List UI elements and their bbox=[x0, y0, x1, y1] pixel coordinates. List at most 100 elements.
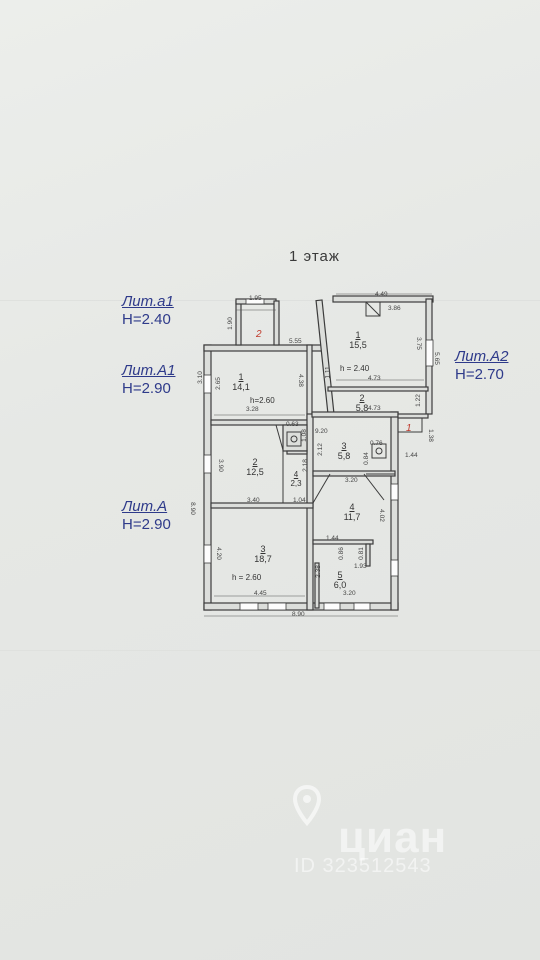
dim: 8.90 bbox=[188, 502, 196, 515]
window bbox=[323, 602, 341, 611]
dim: 1.11 bbox=[324, 366, 332, 379]
dim: 4.02 bbox=[377, 509, 385, 522]
room-a-4: 4 11,7 bbox=[340, 502, 364, 522]
window bbox=[203, 544, 212, 564]
room-a2-1: 1 15,5 bbox=[338, 330, 378, 350]
watermark: циан ID 323512543 bbox=[290, 785, 500, 885]
dim: 1.93 bbox=[354, 563, 367, 570]
room-area: 12,5 bbox=[246, 467, 264, 477]
dim: 4.73 bbox=[368, 375, 381, 382]
wall-a2-north bbox=[332, 295, 434, 303]
wall-room5-north bbox=[312, 539, 374, 545]
dim: 2.12 bbox=[316, 443, 324, 456]
dim: 1.90 bbox=[226, 317, 234, 330]
dim: 3.90 bbox=[216, 459, 224, 472]
room-number: 3 bbox=[341, 441, 347, 451]
watermark-logo: циан bbox=[338, 813, 448, 862]
room-area: 5,8 bbox=[355, 403, 369, 413]
lit-label-a1-lower: Лит.а1 Н=2.40 bbox=[122, 293, 174, 329]
watermark-id: ID 323512543 bbox=[294, 855, 432, 877]
dim: 5.55 bbox=[289, 338, 302, 345]
wall-north-a1 bbox=[203, 344, 325, 352]
dim: 3.20 bbox=[343, 590, 356, 597]
dim: 0.86 bbox=[337, 547, 345, 560]
window bbox=[353, 602, 371, 611]
dim: 1.04 bbox=[293, 497, 306, 504]
dim: 5.65 bbox=[432, 352, 440, 365]
window bbox=[267, 602, 287, 611]
window bbox=[245, 298, 265, 305]
lit-height: Н=2.40 bbox=[122, 311, 171, 328]
dim: 3.40 bbox=[247, 497, 260, 504]
dim: 3.20 bbox=[345, 477, 358, 484]
dim: 3.75 bbox=[414, 337, 422, 350]
dim: 8.90 bbox=[292, 611, 305, 618]
location-pin-icon bbox=[292, 785, 322, 827]
window bbox=[239, 602, 259, 611]
window bbox=[425, 339, 434, 367]
ceiling-height: h = 2.60 bbox=[232, 573, 262, 582]
lit-name: Лит.А2 bbox=[455, 348, 509, 365]
dim: 4.38 bbox=[296, 374, 304, 387]
room-area: 15,5 bbox=[349, 340, 367, 350]
room-number: 5 bbox=[337, 570, 343, 580]
dim: 1.44 bbox=[405, 452, 418, 459]
room-area: 14,1 bbox=[232, 382, 250, 392]
dim: 0.81 bbox=[357, 547, 365, 560]
dim: 4.45 bbox=[254, 590, 267, 597]
dim: 1.38 bbox=[426, 429, 434, 442]
room-number: 1 bbox=[238, 372, 244, 382]
room-area: 6,0 bbox=[333, 580, 347, 590]
window bbox=[203, 374, 212, 394]
lit-height: Н=2.90 bbox=[122, 380, 171, 397]
dim: 0.84 bbox=[362, 452, 370, 465]
wall-a2-west bbox=[315, 299, 335, 415]
wall-mid-v bbox=[306, 413, 314, 611]
room-area: 18,7 bbox=[254, 554, 272, 564]
dim: 3.28 bbox=[246, 406, 259, 413]
dim: 0.76 bbox=[370, 440, 383, 447]
wall-room4s-north bbox=[286, 450, 308, 455]
dim: 1.95 bbox=[249, 295, 262, 302]
wall-room5-v bbox=[314, 562, 320, 609]
dim: 1.44 bbox=[326, 535, 339, 542]
wall-a1-east bbox=[306, 344, 313, 421]
dim: 4.49 bbox=[375, 291, 388, 298]
room-number: 4 bbox=[293, 470, 299, 479]
room-a-4-small: 4 2,3 bbox=[287, 470, 305, 488]
lit-height: Н=2.90 bbox=[122, 516, 171, 533]
wall-room5-east bbox=[365, 543, 371, 567]
lit-name: Лит.А1 bbox=[122, 362, 176, 379]
dim: 3.10 bbox=[196, 371, 204, 384]
wall-vestibule-east bbox=[397, 413, 429, 419]
room-a-5: 5 6,0 bbox=[330, 570, 350, 590]
window bbox=[203, 454, 212, 474]
room-area: 5,8 bbox=[337, 451, 351, 461]
room-number: 3 bbox=[260, 544, 266, 554]
ceiling-height: h = 2.40 bbox=[340, 364, 370, 373]
wall-room2-south bbox=[210, 502, 314, 509]
lit-name: Лит.а1 bbox=[122, 293, 174, 310]
room-a-3-small: 3 5,8 bbox=[334, 441, 354, 461]
floor-title: 1 этаж bbox=[289, 248, 340, 265]
room-a2-2: 2 5,8 bbox=[352, 393, 372, 413]
lit-height: Н=2.70 bbox=[455, 366, 504, 383]
room-area: 11,7 bbox=[343, 512, 361, 522]
lit-label-a2: Лит.А2 Н=2.70 bbox=[455, 348, 508, 384]
room-number: 2 bbox=[359, 393, 365, 403]
dim: 4.73 bbox=[368, 405, 381, 412]
window bbox=[390, 483, 399, 501]
room-number: 2 bbox=[252, 457, 258, 467]
room-number: 1 bbox=[355, 330, 361, 340]
room-a1-1: 1 14,1 bbox=[231, 372, 251, 392]
window bbox=[390, 559, 399, 577]
wall-porch-east bbox=[273, 300, 280, 346]
wall-east-lower bbox=[390, 411, 399, 611]
dim: 2.38 bbox=[314, 565, 322, 578]
room-area: 2,3 bbox=[290, 479, 302, 488]
lit-label-a1-upper: Лит.А1 Н=2.90 bbox=[122, 362, 175, 398]
entrance-mark: 2 bbox=[256, 329, 262, 340]
room-a-2: 2 12,5 bbox=[243, 457, 267, 477]
